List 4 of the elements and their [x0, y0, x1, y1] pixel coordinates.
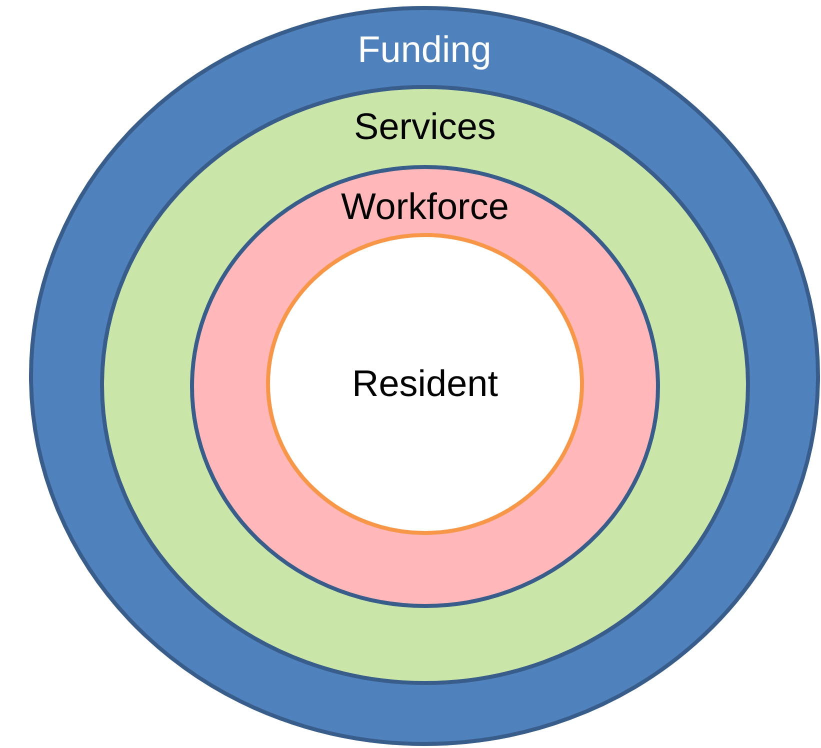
- ring-label: Workforce: [341, 187, 509, 228]
- ring-label: Funding: [358, 30, 492, 71]
- ring-label: Resident: [352, 364, 498, 405]
- ring-label: Services: [354, 107, 496, 148]
